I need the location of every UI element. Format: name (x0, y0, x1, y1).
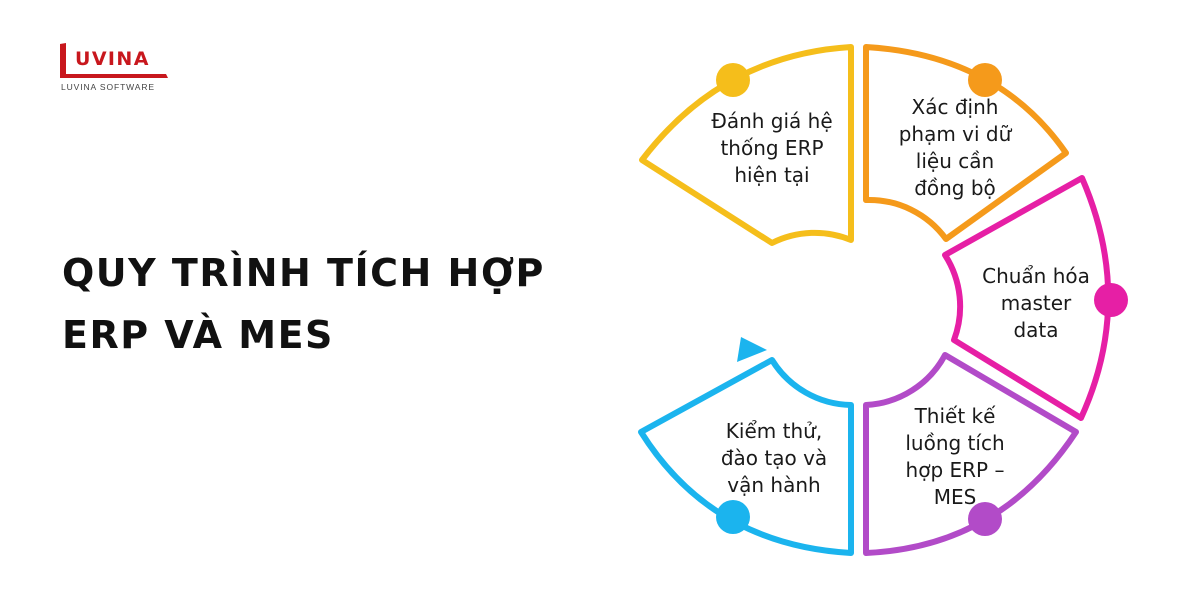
step-5-line: Kiểm thử, (725, 419, 823, 443)
page-title-line-2: ERP VÀ MES (62, 313, 334, 357)
step-3-line: Chuẩn hóa (982, 264, 1090, 288)
logo-tagline: LUVINA SOFTWARE (61, 82, 155, 92)
step-label-4: Thiết kế luồng tích hợp ERP – MES (905, 403, 1004, 511)
step-label-5: Kiểm thử, đào tạo và vận hành (721, 418, 827, 499)
step-dot-3 (1094, 283, 1128, 317)
step-2-line: Xác định (911, 95, 999, 119)
step-segment-3 (942, 175, 1112, 421)
step-1-line: hiện tại (734, 163, 810, 187)
step-segment-1 (639, 44, 854, 246)
step-4-line: hợp ERP – (905, 458, 1005, 482)
step-label-3: Chuẩn hóa master data (982, 263, 1090, 344)
step-5-line: đào tạo và (720, 446, 828, 470)
step-2-line: liệu cần (915, 149, 995, 173)
step-segment-5 (638, 357, 854, 556)
page-title-line-1: QUY TRÌNH TÍCH HỢP (62, 251, 545, 295)
step-dot-5 (716, 500, 750, 534)
step-2-line: phạm vi dữ (898, 122, 1012, 146)
cycle-arrow-icon (737, 337, 767, 362)
step-1-line: thống ERP (720, 136, 824, 160)
step-1-line: Đánh giá hệ (711, 109, 833, 133)
step-dot-1 (716, 63, 750, 97)
step-2-line: đồng bộ (914, 176, 996, 200)
step-3-line: master (1000, 291, 1072, 315)
step-label-1: Đánh giá hệ thống ERP hiện tại (711, 108, 832, 189)
step-dot-4 (968, 502, 1002, 536)
step-4-line: luồng tích (905, 431, 1005, 455)
step-4-line: Thiết kế (914, 404, 996, 428)
logo-wordmark: UVINA (75, 48, 150, 70)
step-5-line: vận hành (727, 473, 821, 497)
step-segment-4 (863, 352, 1079, 556)
step-segment-2 (863, 44, 1069, 242)
logo-mark-icon (60, 43, 168, 78)
luvina-logo: UVINA LUVINA SOFTWARE (58, 40, 178, 100)
step-3-line: data (1013, 318, 1059, 342)
step-dot-2 (968, 63, 1002, 97)
step-4-line: MES (933, 485, 977, 509)
step-label-2: Xác định phạm vi dữ liệu cần đồng bộ (899, 94, 1012, 202)
page-title: QUY TRÌNH TÍCH HỢP ERP VÀ MES (62, 242, 545, 366)
